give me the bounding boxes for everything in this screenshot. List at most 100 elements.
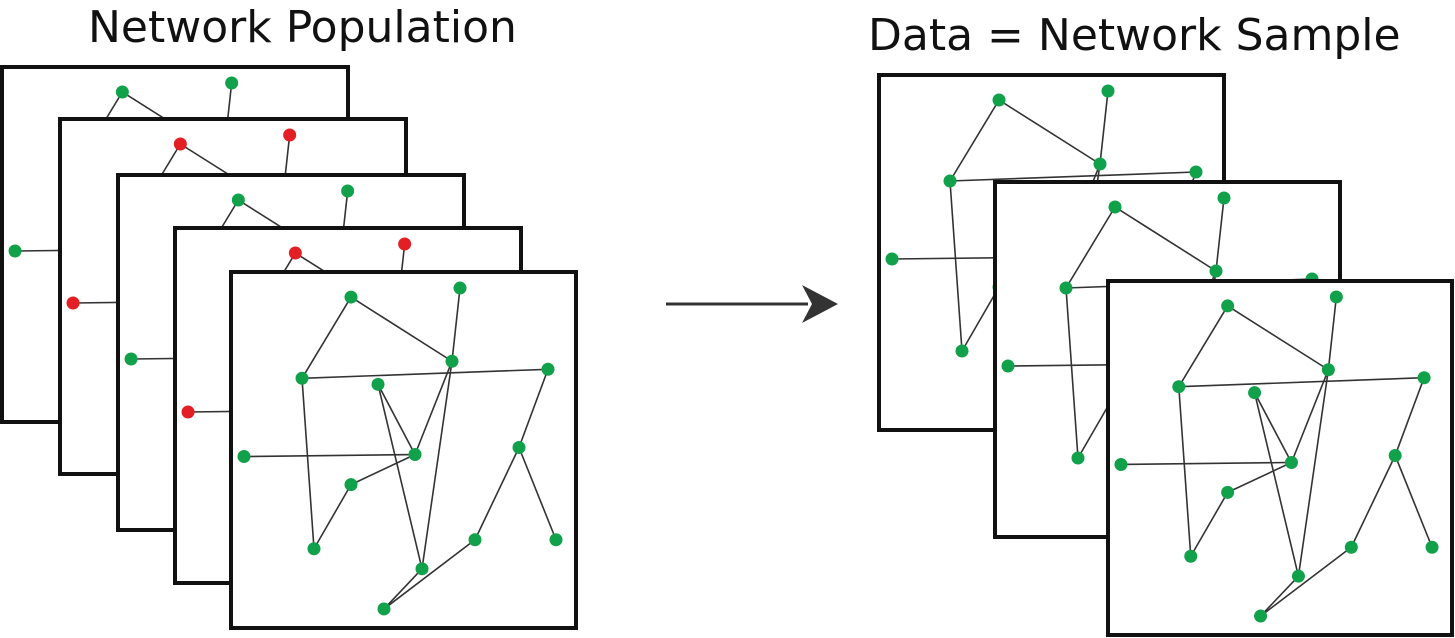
sample-title: Data = Network Sample: [868, 10, 1401, 61]
network-node: [1425, 540, 1439, 554]
network-edge: [1178, 305, 1229, 388]
network-node: [1417, 371, 1431, 385]
network-node: [237, 450, 251, 464]
network-edge: [1259, 575, 1300, 617]
network-node: [283, 128, 297, 142]
network-node: [115, 85, 129, 99]
network-node: [1114, 457, 1128, 471]
network-node: [1388, 449, 1402, 463]
population-stack: [0, 65, 578, 630]
network-edge: [1190, 492, 1229, 557]
network-node: [541, 362, 555, 376]
network-node: [124, 352, 138, 366]
network-node: [288, 246, 302, 260]
network-node: [344, 478, 358, 492]
network-node: [1101, 84, 1115, 98]
network-node: [181, 405, 195, 419]
network-edge: [1253, 392, 1293, 463]
network-node: [943, 174, 957, 188]
network-node: [66, 296, 80, 310]
network-edge: [301, 378, 315, 549]
network-edge: [1227, 461, 1292, 494]
network-edge: [1178, 376, 1425, 388]
network-node: [885, 252, 899, 266]
network-node: [408, 448, 422, 462]
network-edge: [1227, 305, 1329, 371]
sample-frame-3: [1106, 279, 1454, 637]
arrow-head: [802, 285, 838, 323]
network-edge: [949, 99, 1000, 182]
network-edge: [1253, 392, 1300, 577]
network-edge: [451, 287, 461, 362]
network-node: [173, 137, 187, 151]
network-node: [1321, 363, 1335, 377]
network-node: [453, 281, 467, 295]
network-node: [1221, 299, 1235, 313]
network-edge: [961, 286, 1000, 352]
network-node: [1344, 540, 1358, 554]
network-node: [1071, 451, 1085, 465]
network-node: [955, 344, 969, 358]
process-arrow: [666, 285, 838, 323]
network-edge: [1099, 90, 1109, 165]
network-edge: [421, 361, 453, 569]
population-title: Network Population: [88, 2, 517, 53]
network-edge: [1290, 369, 1330, 463]
network-edge: [243, 453, 416, 458]
network-edge: [350, 296, 453, 362]
network-node: [1284, 455, 1298, 469]
network-node: [341, 184, 355, 198]
network-node: [1108, 200, 1122, 214]
network-edge: [377, 383, 416, 455]
network-node: [1172, 380, 1186, 394]
network-node: [1217, 191, 1231, 205]
population-frame-5: [229, 270, 578, 630]
network-node: [344, 290, 358, 304]
network-node: [992, 93, 1006, 107]
network-edge: [1327, 296, 1338, 370]
network-node: [1059, 281, 1073, 295]
network-node: [1291, 569, 1305, 583]
network-node: [307, 542, 321, 556]
network-node: [231, 193, 245, 207]
network-node: [1329, 290, 1343, 304]
network-node: [398, 237, 412, 251]
network-edge: [350, 453, 416, 486]
network-node: [445, 354, 459, 368]
network-edge: [301, 368, 549, 380]
network-edge: [518, 447, 557, 541]
network-node: [1001, 359, 1015, 373]
network-node: [1184, 549, 1198, 563]
network-node: [415, 562, 429, 576]
network-edge: [377, 384, 423, 570]
network-node: [1221, 485, 1235, 499]
network-edge: [518, 368, 549, 448]
network-node: [225, 76, 239, 90]
network-edge: [1065, 206, 1116, 289]
network-node: [1254, 609, 1268, 623]
sample-stack: [877, 73, 1454, 637]
network-edge: [1177, 386, 1192, 557]
network-edge: [474, 447, 520, 541]
network-edge: [1394, 455, 1433, 548]
network-edge: [1394, 377, 1425, 456]
network-edge: [301, 296, 352, 379]
network-edge: [949, 180, 963, 352]
network-node: [1093, 157, 1107, 171]
network-edge: [313, 484, 352, 550]
network-edge: [949, 171, 1197, 182]
network-edge: [1065, 287, 1079, 459]
network-edge: [414, 360, 453, 455]
network-edge: [1297, 369, 1330, 577]
network-node: [549, 533, 563, 547]
network-node: [512, 440, 526, 454]
network-node: [1209, 264, 1223, 278]
network-edge: [998, 99, 1101, 165]
network-edge: [383, 568, 423, 610]
network-edge: [1120, 461, 1292, 466]
network-node: [295, 371, 309, 385]
network-node: [377, 602, 391, 616]
network-node: [8, 244, 22, 258]
network-edge: [1350, 455, 1396, 548]
